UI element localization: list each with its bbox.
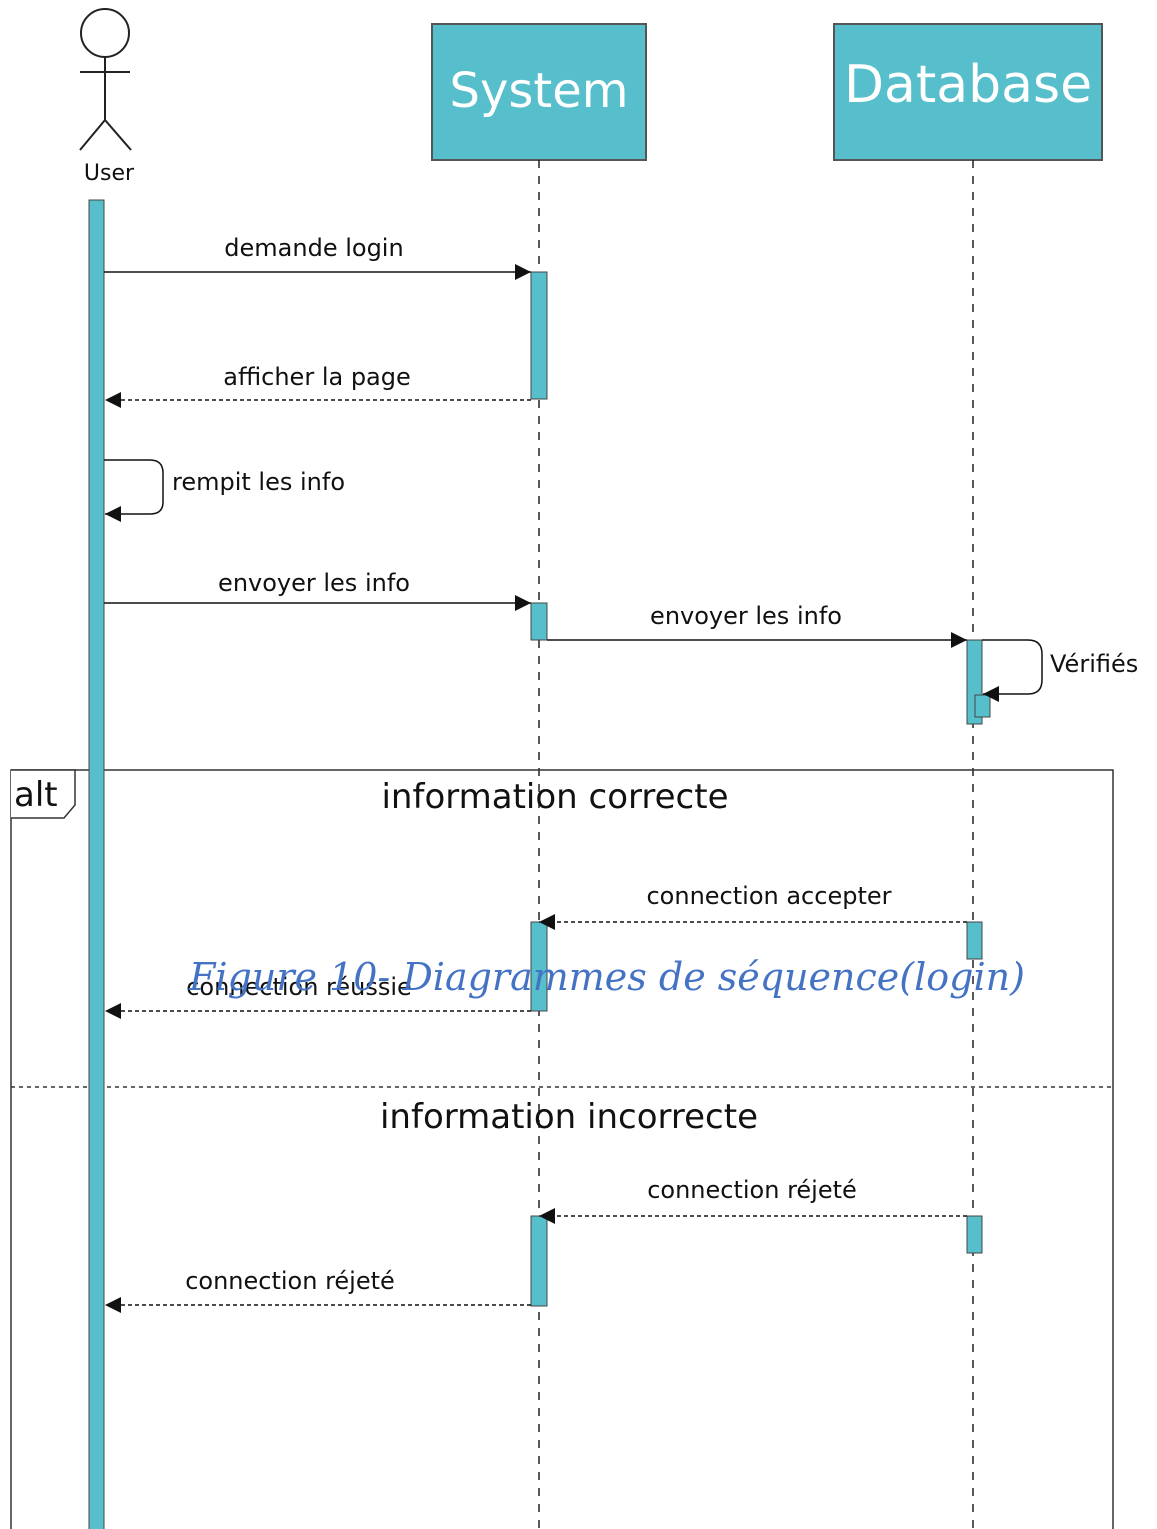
message-label-afficher-la-page: afficher la page — [223, 363, 411, 391]
user-activation-bar — [88, 199, 105, 1529]
message-label-connection-rejete-1: connection réjeté — [647, 1176, 857, 1204]
database-activation-bar-2 — [966, 921, 983, 960]
message-label-demande-login: demande login — [224, 234, 403, 262]
database-nested-activation — [974, 694, 991, 718]
alt-fragment-tab — [11, 769, 76, 819]
database-participant-box — [833, 23, 1103, 161]
alt-keyword: alt — [14, 775, 58, 815]
system-activation-bar-2 — [530, 602, 548, 641]
user-actor-label: User — [84, 161, 135, 186]
message-label-verifies: Vérifiés — [1050, 650, 1138, 678]
user-actor — [79, 8, 132, 151]
system-participant-label: System — [450, 63, 629, 119]
message-label-rempit-les-info: rempit les info — [172, 468, 345, 496]
message-label-envoyer-les-info-1: envoyer les info — [218, 569, 410, 597]
message-label-envoyer-les-info-2: envoyer les info — [650, 602, 842, 630]
system-activation-bar-4 — [530, 1215, 548, 1307]
system-participant-box — [431, 23, 647, 161]
system-activation-bar-1 — [530, 271, 548, 400]
message-label-connection-rejete-2: connection réjeté — [185, 1267, 395, 1295]
message-label-connection-reussie: connection réussie — [186, 973, 412, 1001]
alt-guard-correct: information correcte — [381, 777, 728, 817]
alt-fragment — [10, 769, 1114, 1529]
message-label-connection-accepter: connection accepter — [646, 882, 891, 910]
database-activation-bar-3 — [966, 1215, 983, 1254]
database-participant-label: Database — [844, 55, 1092, 115]
alt-guard-incorrect: information incorrecte — [380, 1097, 758, 1137]
figure-caption: Figure 10- Diagrammes de séquence(login) — [188, 955, 1025, 999]
self-message-arrow-rempit — [104, 459, 164, 522]
self-message-arrow-verifies — [982, 639, 1043, 702]
